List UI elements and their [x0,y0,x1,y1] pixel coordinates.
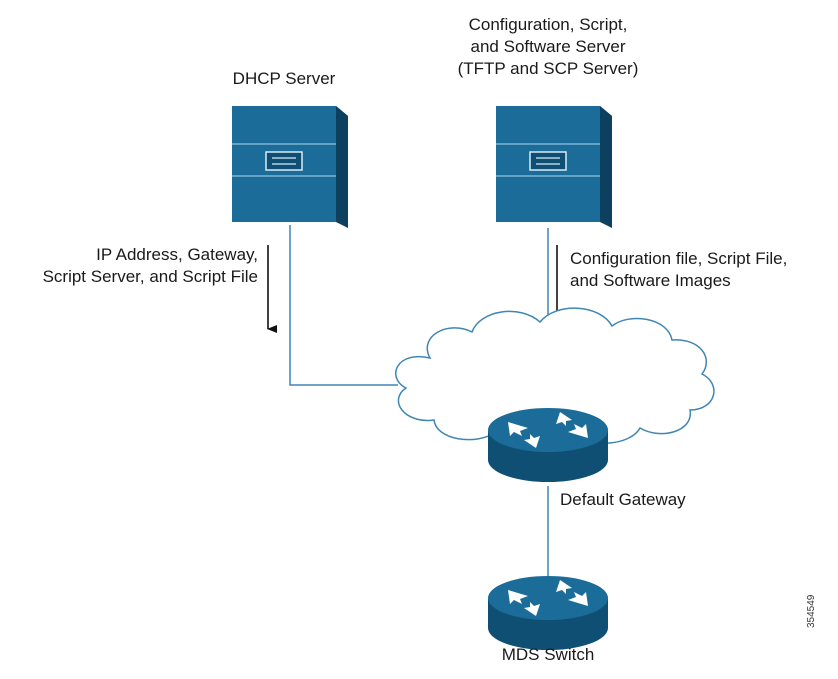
default-gateway-label: Default Gateway [560,490,686,509]
config-server-label: Configuration, Script, and Software Serv… [457,15,639,78]
default-gateway-router-icon [488,408,608,482]
dhcp-flow-label: IP Address, Gateway, Script Server, and … [42,245,258,286]
mds-switch-router-icon [488,576,608,650]
config-server-icon [496,106,612,228]
mds-switch-label: MDS Switch [501,645,595,664]
dhcp-server-icon [232,106,348,228]
dhcp-to-cloud-line [289,225,398,386]
cloud-icon [395,307,715,448]
figure-id: 354549 [806,594,817,628]
flow-arrows [267,245,566,333]
config-flow-label: Configuration file, Script File, and Sof… [570,249,788,290]
dhcp-server-label: DHCP Server [232,69,336,88]
